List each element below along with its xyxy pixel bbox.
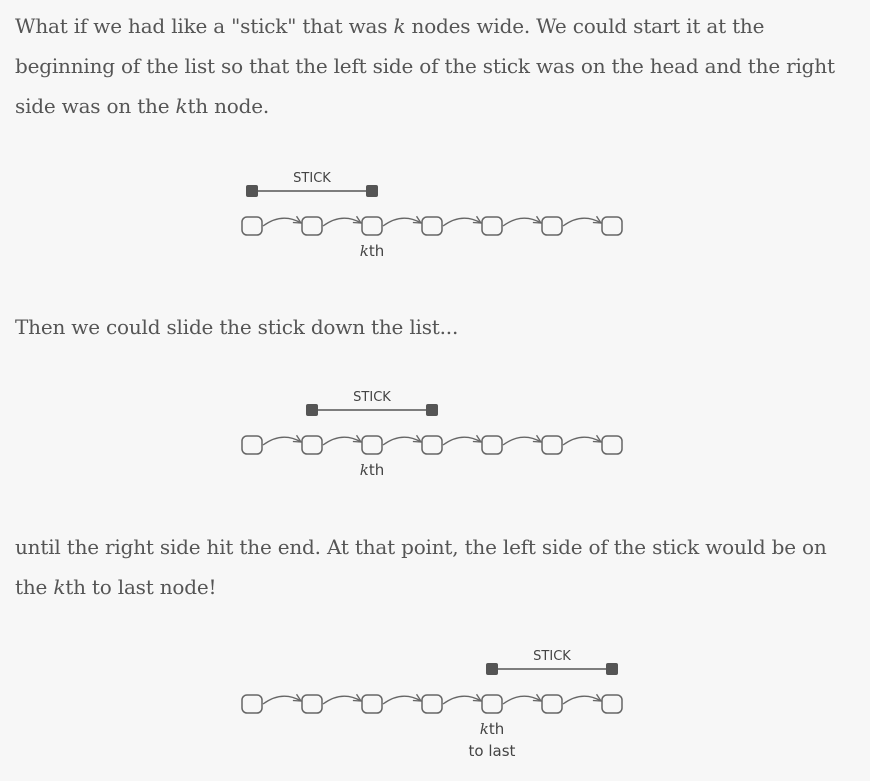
next-pointer-arrow	[502, 696, 541, 705]
list-node	[481, 694, 503, 714]
pointer-label-suffix: th	[369, 461, 384, 479]
next-pointer-arrow	[262, 218, 301, 227]
list-node	[541, 435, 563, 455]
pointer-label: kth	[480, 720, 504, 738]
stick-diagram-slide: STICK kth	[241, 390, 623, 479]
next-pointer-arrow	[562, 437, 601, 446]
stick-label: STICK	[533, 649, 571, 664]
next-pointer-arrow	[322, 696, 361, 705]
list-node	[361, 435, 383, 455]
stick-right-handle	[606, 663, 618, 675]
pointer-label: kth	[360, 461, 384, 479]
paragraph-end: until the right side hit the end. At tha…	[15, 535, 827, 599]
stick-left-handle	[306, 404, 318, 416]
pointer-label-k: k	[480, 720, 489, 738]
paragraph-slide: Then we could slide the stick down the l…	[15, 315, 459, 339]
stick-left-handle	[486, 663, 498, 675]
list-node	[601, 435, 623, 455]
paragraph-intro: What if we had like a "stick" that was k…	[15, 14, 835, 118]
list-node	[361, 694, 383, 714]
list-node	[301, 216, 323, 236]
pointer-sublabel: to last	[469, 742, 516, 760]
list-node	[241, 694, 263, 714]
list-node	[601, 216, 623, 236]
list-node	[241, 435, 263, 455]
stick-left-handle	[246, 185, 258, 197]
list-node	[541, 216, 563, 236]
stick-label: STICK	[293, 171, 331, 186]
next-pointer-arrow	[382, 218, 421, 227]
stick-diagram-start: STICK kth	[241, 171, 623, 260]
pointer-label-suffix: th	[369, 242, 384, 260]
stick-label: STICK	[353, 390, 391, 405]
pointer-label: kth	[360, 242, 384, 260]
next-pointer-arrow	[502, 218, 541, 227]
next-pointer-arrow	[442, 218, 481, 227]
list-node	[421, 435, 443, 455]
next-pointer-arrow	[442, 437, 481, 446]
next-pointer-arrow	[322, 218, 361, 227]
pointer-label-k: k	[360, 461, 369, 479]
stick-diagram-end: STICK kth to last	[241, 649, 623, 760]
next-pointer-arrow	[322, 437, 361, 446]
next-pointer-arrow	[262, 437, 301, 446]
next-pointer-arrow	[562, 218, 601, 227]
pointer-label-suffix: th	[489, 720, 504, 738]
list-node	[421, 694, 443, 714]
list-node	[301, 435, 323, 455]
list-node	[301, 694, 323, 714]
stick-right-handle	[366, 185, 378, 197]
pointer-label-k: k	[360, 242, 369, 260]
next-pointer-arrow	[262, 696, 301, 705]
next-pointer-arrow	[382, 437, 421, 446]
next-pointer-arrow	[382, 696, 421, 705]
next-pointer-arrow	[502, 437, 541, 446]
list-node	[481, 216, 503, 236]
list-node	[541, 694, 563, 714]
list-node	[601, 694, 623, 714]
list-node	[241, 216, 263, 236]
next-pointer-arrow	[562, 696, 601, 705]
stick-right-handle	[426, 404, 438, 416]
list-node	[361, 216, 383, 236]
list-node	[481, 435, 503, 455]
next-pointer-arrow	[442, 696, 481, 705]
list-node	[421, 216, 443, 236]
